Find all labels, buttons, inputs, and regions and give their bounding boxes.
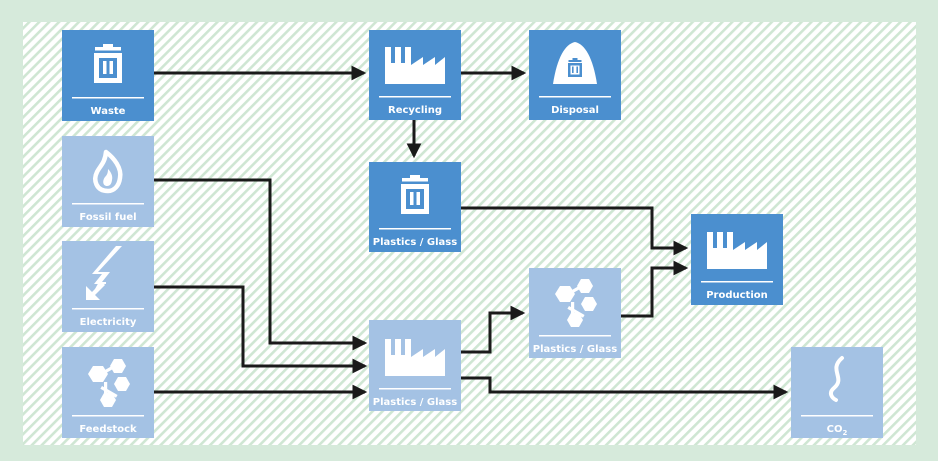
- arrow-fossil-to-plastics-bottom: [154, 178, 368, 351]
- node-fossil-fuel-label: Fossil fuel: [79, 212, 136, 223]
- node-feedstock: Feedstock: [62, 347, 154, 438]
- node-plastics-glass-top: Plastics / Glass: [369, 162, 461, 252]
- node-production-label: Production: [706, 290, 768, 301]
- node-waste-label: Waste: [91, 106, 126, 117]
- node-production: Production: [691, 214, 783, 305]
- arrow-plastics-top-to-production: [461, 206, 689, 256]
- node-electricity-label: Electricity: [80, 317, 137, 328]
- node-recycling: Recycling: [369, 30, 461, 120]
- node-disposal: Disposal: [529, 30, 621, 120]
- co2-label-main: CO: [827, 424, 843, 435]
- node-disposal-label: Disposal: [551, 105, 599, 116]
- node-co2: CO2: [791, 347, 883, 438]
- node-plastics-glass-right: Plastics / Glass: [529, 268, 621, 358]
- connectors: [154, 65, 789, 400]
- co2-label-subscript: 2: [842, 429, 847, 437]
- node-feedstock-label: Feedstock: [79, 424, 137, 435]
- arrow-plastics-bottom-to-co2: [461, 376, 789, 400]
- node-plastics-glass-right-label: Plastics / Glass: [533, 344, 617, 355]
- node-plastics-glass-bottom: Plastics / Glass: [369, 320, 461, 411]
- arrow-plastics-bottom-to-plastics-right: [461, 305, 526, 354]
- arrow-electricity-to-plastics-bottom: [154, 285, 368, 374]
- node-recycling-label: Recycling: [388, 105, 442, 116]
- node-waste: Waste: [62, 30, 154, 121]
- arrow-plastics-right-to-production: [621, 260, 689, 318]
- node-co2-label: CO2: [827, 424, 848, 437]
- node-fossil-fuel: Fossil fuel: [62, 136, 154, 227]
- node-plastics-glass-top-label: Plastics / Glass: [373, 237, 457, 248]
- node-electricity: Electricity: [62, 241, 154, 332]
- node-plastics-glass-bottom-label: Plastics / Glass: [373, 397, 457, 408]
